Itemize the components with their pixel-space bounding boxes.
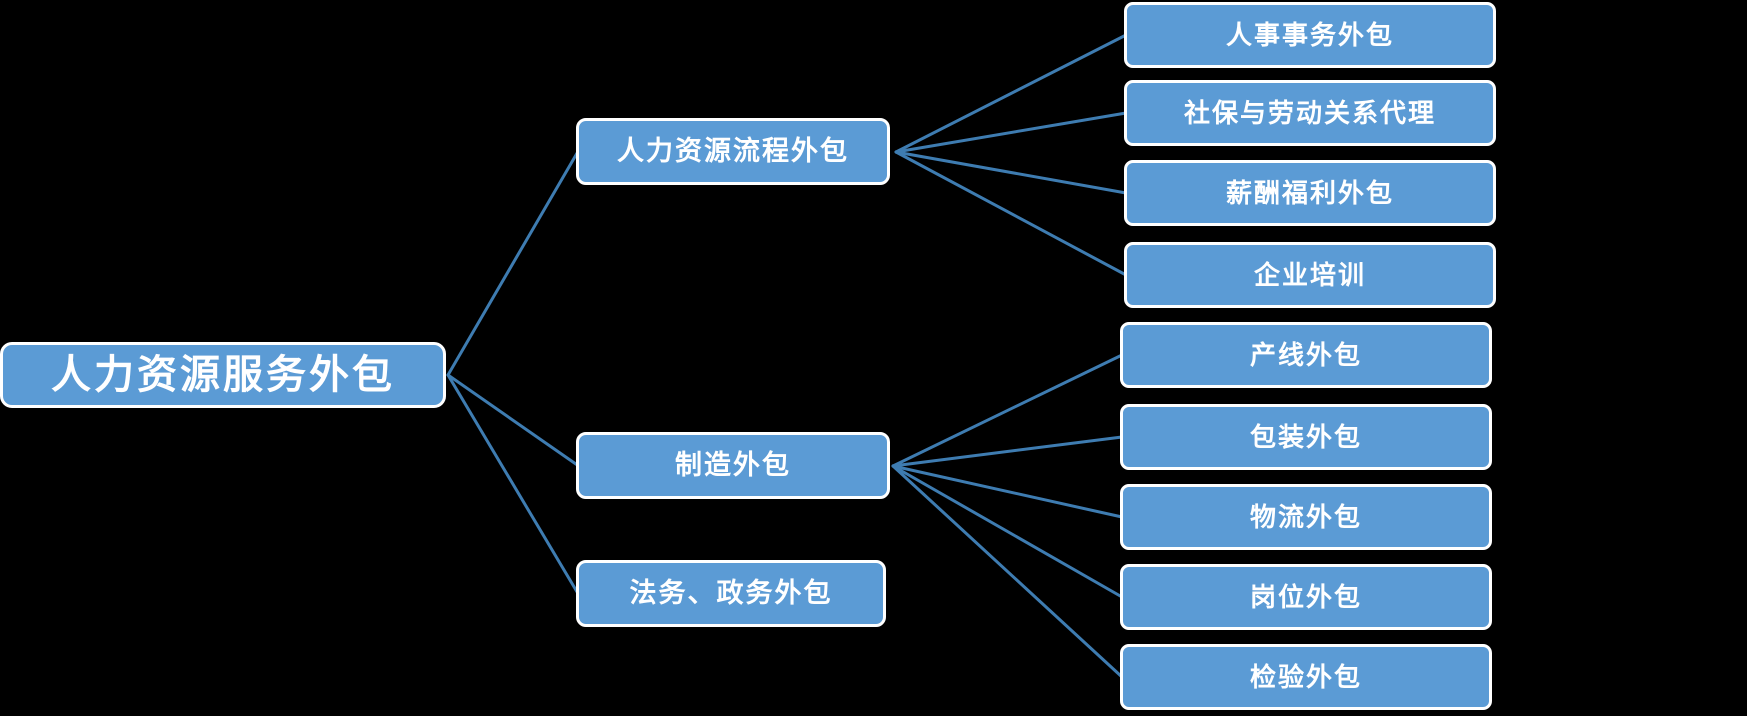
connector-branch-1-to-leaf-4 [891, 464, 1124, 679]
connector-branch-0-to-leaf-1 [894, 111, 1128, 154]
connector-branch-1-to-leaf-0 [891, 353, 1124, 468]
connector-branch-0-to-leaf-2 [894, 150, 1128, 195]
leaf-node-production-line[interactable]: 产线外包 [1120, 322, 1492, 388]
connector-branch-1-to-leaf-2 [891, 464, 1124, 519]
connector-root-to-branch-0 [446, 150, 580, 377]
connector-branch-0-to-leaf-0 [894, 33, 1128, 154]
leaf-node-inspection[interactable]: 检验外包 [1120, 644, 1492, 710]
leaf-node-logistics[interactable]: 物流外包 [1120, 484, 1492, 550]
connector-root-to-branch-1 [446, 373, 580, 467]
leaf-node-packaging[interactable]: 包装外包 [1120, 404, 1492, 470]
branch-node-legal-government[interactable]: 法务、政务外包 [576, 560, 886, 627]
root-node[interactable]: 人力资源服务外包 [0, 342, 446, 408]
leaf-node-compensation-benefits[interactable]: 薪酬福利外包 [1124, 160, 1496, 226]
connector-root-to-branch-2 [446, 373, 580, 595]
connector-branch-0-to-leaf-3 [894, 150, 1128, 277]
branch-node-manufacturing[interactable]: 制造外包 [576, 432, 890, 499]
connector-branch-1-to-leaf-1 [891, 435, 1124, 468]
connector-branch-1-to-leaf-3 [891, 464, 1124, 599]
branch-node-hr-process[interactable]: 人力资源流程外包 [576, 118, 890, 185]
leaf-node-personnel-affairs[interactable]: 人事事务外包 [1124, 2, 1496, 68]
leaf-node-enterprise-training[interactable]: 企业培训 [1124, 242, 1496, 308]
leaf-node-social-insurance-labor-relations[interactable]: 社保与劳动关系代理 [1124, 80, 1496, 146]
leaf-node-position[interactable]: 岗位外包 [1120, 564, 1492, 630]
